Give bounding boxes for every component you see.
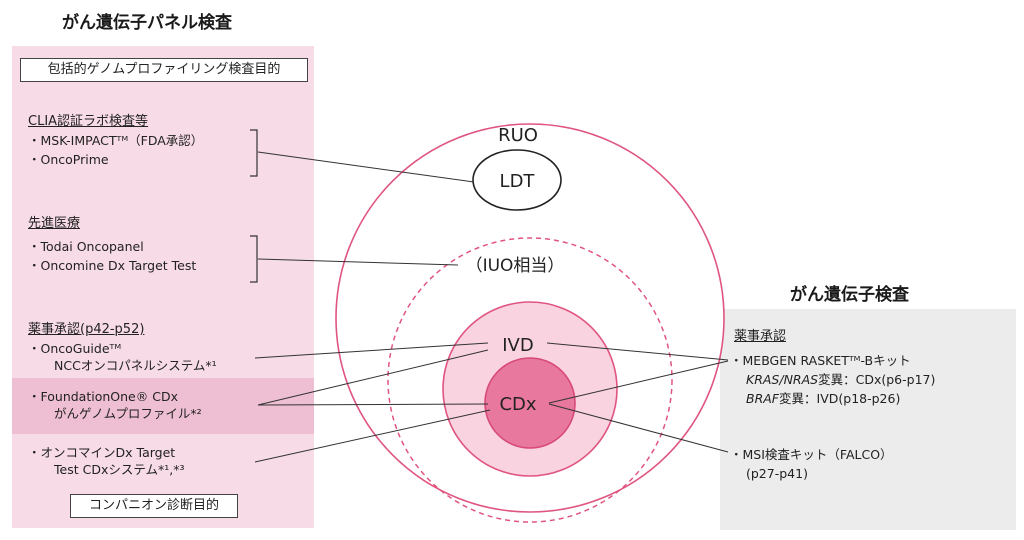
oncoguide-line2: NCCオンコパネルシステム*¹ — [54, 358, 217, 373]
bracket-clia — [250, 129, 258, 177]
ldt-ellipse — [472, 149, 562, 211]
bracket-senshin — [250, 235, 258, 283]
line-cdx-mebgen — [548, 360, 729, 404]
oncoguide-line1: OncoGuideᵀᴹ — [28, 340, 122, 357]
line-oncomine-cdx — [254, 409, 491, 463]
clia-item-oncoprime: OncoPrime — [28, 151, 109, 168]
mebgen-braf-line: BRAF変異：IVD(p18-p26) — [746, 390, 900, 407]
right-title: がん遺伝子検査 — [790, 285, 909, 305]
msi-line1: MSI検査キット（FALCO） — [730, 446, 893, 463]
line-ivd-mebgen — [546, 342, 729, 361]
mebgen-kras-line: KRAS/NRAS変異：CDx(p6-p17) — [746, 371, 935, 388]
msi-line2: (p27-p41) — [746, 466, 808, 481]
kras-gene-label: KRAS/NRAS — [746, 372, 819, 387]
line-foundation-cdx — [257, 403, 489, 406]
line-senshin-iuo — [257, 258, 459, 266]
foundation-line2: がんゲノムプロファイル*² — [54, 406, 202, 421]
left-title: がん遺伝子パネル検査 — [62, 13, 232, 33]
senshin-item-oncomine: Oncomine Dx Target Test — [28, 257, 197, 274]
cdx-label: CDx — [499, 394, 536, 415]
braf-detail: 変異：IVD(p18-p26) — [779, 391, 901, 406]
iuo-label: （IUO相当） — [466, 256, 565, 276]
braf-gene-label: BRAF — [746, 391, 780, 406]
clia-heading: CLIA認証ラボ検査等 — [28, 114, 149, 129]
ldt-label: LDT — [500, 171, 536, 192]
line-cdx-msi — [548, 403, 729, 453]
ivd-label: IVD — [502, 335, 533, 356]
kras-detail: 変異：CDx(p6-p17) — [818, 372, 936, 387]
line-oncoguide-ivd — [254, 342, 489, 359]
senshin-heading: 先進医療 — [28, 216, 81, 231]
line-clia-ldt — [257, 151, 475, 183]
senshin-item-todai: Todai Oncopanel — [28, 238, 144, 255]
iuo-circle — [387, 237, 673, 523]
clia-item-msk: MSK-IMPACTᵀᴹ（FDA承認） — [28, 132, 204, 149]
line-foundation-ivd — [257, 349, 489, 406]
oncomine-cdx-line2: Test CDxシステム*¹,*³ — [54, 462, 185, 477]
right-heading: 薬事承認 — [734, 329, 787, 344]
foundation-line1: FoundationOne® CDx — [28, 388, 178, 405]
oncomine-cdx-line1: オンコマインDx Target — [28, 444, 176, 461]
mebgen-line1: MEBGEN RASKETᵀᴹ-Bキット — [730, 352, 911, 369]
yakuji-heading: 薬事承認(p42-p52) — [28, 322, 145, 337]
cdx-circle — [484, 357, 576, 449]
ruo-label: RUO — [498, 125, 538, 146]
right-panel — [720, 309, 1016, 530]
companion-purpose-box: コンパニオン診断目的 — [70, 494, 238, 518]
cgp-purpose-box: 包括的ゲノムプロファイリング検査目的 — [20, 58, 308, 82]
